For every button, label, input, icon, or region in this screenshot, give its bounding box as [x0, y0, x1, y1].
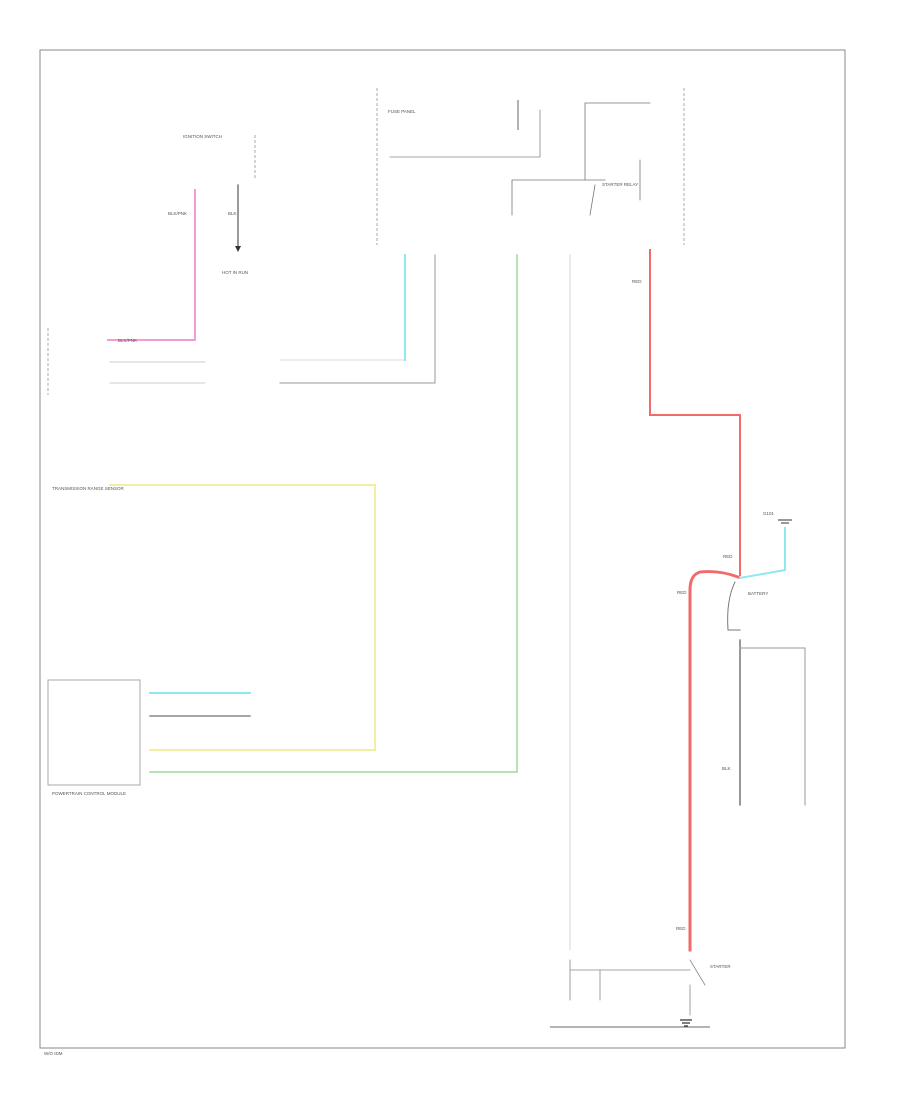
relay-circuit: [511, 102, 651, 216]
starter-circuit: [569, 959, 706, 1016]
pcm-connector-box: [47, 679, 141, 786]
label-ground: G101: [763, 511, 775, 516]
wire-red-upper: [649, 249, 741, 576]
wire-grey-2: [279, 254, 436, 384]
label-ignition-switch: IGNITION SWITCH: [183, 134, 222, 139]
wire-cyan-ground: [738, 527, 786, 580]
wire-green: [149, 254, 518, 773]
ground-icon-top: [778, 519, 792, 524]
label-blk: BLK: [228, 211, 237, 216]
label-blk-pnk: BLK/PNK: [168, 211, 187, 216]
label-red-3: RED: [677, 590, 687, 595]
label-blk-pnk-2: BLK/PNK: [118, 338, 137, 343]
wire-grey-battery: [739, 647, 806, 806]
label-starter-relay: STARTER RELAY: [602, 182, 638, 187]
label-trans-range: TRANSMISSION RANGE SENSOR: [52, 486, 125, 491]
battery-body: [727, 581, 741, 631]
label-pcm: POWERTRAIN CONTROL MODULE: [52, 791, 126, 796]
label-starter: STARTER: [710, 964, 731, 969]
fuse-panel-bus: [389, 109, 541, 158]
wire-red-lower: [688, 570, 740, 952]
label-hot-run: HOT IN RUN: [222, 270, 248, 275]
wire-yellow: [109, 484, 376, 751]
label-blk-2: BLK: [722, 766, 731, 771]
label-fuse-panel: FUSE PANEL: [388, 109, 416, 114]
footer-label: W/O IDM: [44, 1051, 63, 1056]
wire-pink: [107, 189, 196, 341]
label-red-1: RED: [632, 279, 642, 284]
label-red-4: RED: [676, 926, 686, 931]
label-battery: BATTERY: [748, 591, 768, 596]
arrow-down-icon: [235, 246, 241, 252]
diagram-frame: [39, 49, 846, 1049]
label-red-2: RED: [723, 554, 733, 559]
ground-icon: [680, 1019, 692, 1027]
